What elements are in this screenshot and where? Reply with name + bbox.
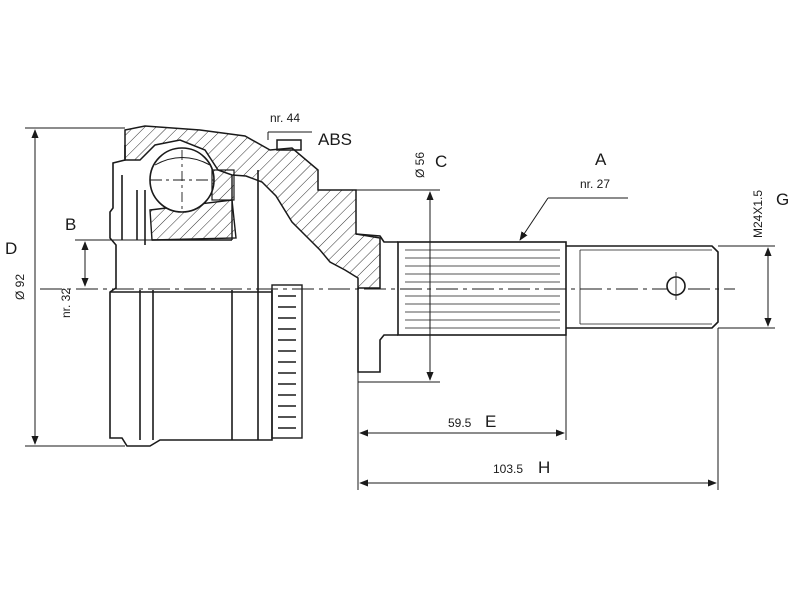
threaded-end bbox=[566, 245, 719, 329]
label-h: H bbox=[538, 458, 550, 477]
label-b: B bbox=[65, 215, 76, 234]
label-b-dim: nr. 32 bbox=[59, 288, 73, 318]
splined-shaft bbox=[397, 241, 567, 336]
housing-section-hatch bbox=[124, 125, 381, 289]
label-d: D bbox=[5, 239, 17, 258]
label-abs-dim: nr. 44 bbox=[270, 111, 300, 125]
label-g-dim: M24X1.5 bbox=[751, 190, 765, 238]
abs-tone-ring bbox=[271, 284, 303, 439]
label-e-dim: 59.5 bbox=[448, 416, 472, 430]
label-abs: ABS bbox=[318, 130, 352, 149]
label-h-dim: 103.5 bbox=[493, 462, 523, 476]
abs-marker bbox=[276, 139, 302, 151]
label-d-dim: Ø 92 bbox=[13, 274, 27, 300]
label-c: C bbox=[435, 152, 447, 171]
label-e: E bbox=[485, 412, 496, 431]
label-a-dim: nr. 27 bbox=[580, 177, 610, 191]
label-g: G bbox=[776, 190, 789, 209]
label-a: A bbox=[595, 150, 607, 169]
outer-housing bbox=[109, 145, 273, 447]
label-c-dim: Ø 56 bbox=[413, 152, 427, 178]
